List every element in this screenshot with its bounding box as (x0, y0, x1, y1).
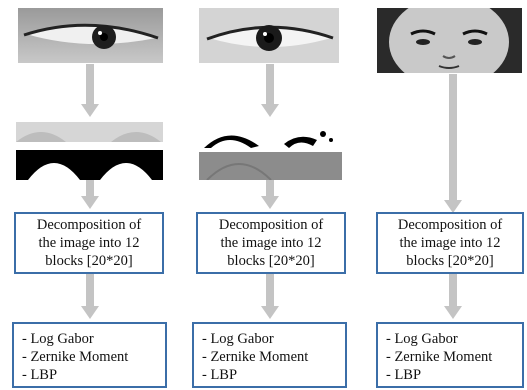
flow-arrow-head (81, 306, 99, 319)
flow-arrow (86, 180, 94, 198)
features-box-1: - Log Gabor - Zernike Moment - LBP (12, 322, 167, 388)
normalized-iris-2 (199, 122, 342, 180)
decomposition-box-1: Decomposition of the image into 12 block… (14, 212, 164, 274)
feature-item: - Log Gabor (202, 331, 274, 347)
face-image (377, 8, 522, 73)
flow-arrow-head (81, 196, 99, 209)
flow-arrow-head (81, 104, 99, 117)
feature-item: - Log Gabor (386, 331, 458, 347)
flow-arrow-head (444, 200, 462, 213)
feature-item: - Zernike Moment (22, 349, 129, 365)
decomposition-line: blocks [20*20] (406, 253, 494, 269)
feature-item: - Log Gabor (22, 331, 94, 347)
flow-arrow (266, 273, 274, 308)
eye-image-2 (199, 8, 339, 63)
decomposition-line: Decomposition of (36, 217, 142, 233)
decomposition-line: Decomposition of (218, 217, 324, 233)
feature-item: - LBP (386, 367, 422, 383)
features-box-3: - Log Gabor - Zernike Moment - LBP (376, 322, 524, 388)
flow-arrow (449, 74, 457, 202)
decomposition-line: the image into 12 (38, 235, 140, 251)
normalized-iris-1 (16, 122, 163, 180)
decomposition-line: the image into 12 (220, 235, 322, 251)
flow-arrow (266, 64, 274, 106)
flow-arrow-head (261, 306, 279, 319)
features-box-2: - Log Gabor - Zernike Moment - LBP (192, 322, 347, 388)
decomposition-line: blocks [20*20] (227, 253, 315, 269)
flow-arrow (449, 273, 457, 308)
flow-arrow (86, 64, 94, 106)
decomposition-box-2: Decomposition of the image into 12 block… (196, 212, 346, 274)
flow-arrow (266, 180, 274, 198)
feature-item: - LBP (202, 367, 238, 383)
decomposition-line: blocks [20*20] (45, 253, 133, 269)
flow-arrow (86, 273, 94, 308)
flow-arrow-head (444, 306, 462, 319)
feature-item: - Zernike Moment (386, 349, 493, 365)
feature-item: - LBP (22, 367, 58, 383)
flow-arrow-head (261, 196, 279, 209)
flow-arrow-head (261, 104, 279, 117)
eye-image-1 (18, 8, 163, 63)
decomposition-box-3: Decomposition of the image into 12 block… (376, 212, 524, 274)
feature-item: - Zernike Moment (202, 349, 309, 365)
decomposition-line: Decomposition of (397, 217, 503, 233)
decomposition-line: the image into 12 (399, 235, 501, 251)
